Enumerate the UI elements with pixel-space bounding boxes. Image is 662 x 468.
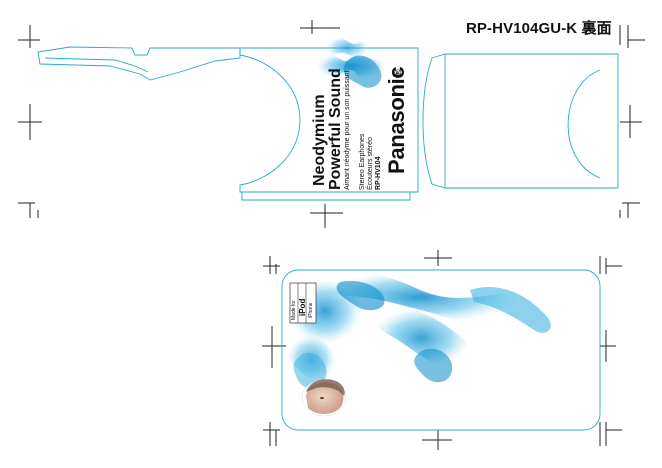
crop-mark-br: [619, 202, 640, 218]
badge-made-for: Made for: [291, 300, 297, 320]
reg-mark-bottom: [310, 204, 343, 228]
smoke-graphic-front: [315, 36, 387, 88]
dieline-front-base: [241, 192, 411, 201]
dieline-front-panel: [239, 47, 419, 193]
dieline-top-flap-inner: [44, 57, 149, 73]
headline-neodymium: Neodymium: [311, 94, 328, 186]
crop-mark-tl: [18, 25, 40, 48]
crop-mark-card-bl: [263, 422, 280, 446]
reg-mark-card-bottom: [422, 430, 452, 450]
dieline-top-flap: [37, 46, 241, 81]
registered-trademark: ®: [393, 69, 403, 76]
smoke-graphic-card: [286, 270, 551, 389]
crop-mark-card-tr: [599, 256, 622, 274]
dieline-back-cutout: [567, 69, 601, 179]
model-number: RP-HV104: [375, 156, 382, 190]
crop-mark-tr: [619, 25, 645, 48]
dielines: [37, 46, 619, 431]
dieline-insert-card: [281, 269, 601, 431]
reg-mark-card-top: [424, 250, 452, 266]
made-for-ipod-badge-frame: [289, 282, 317, 324]
document-title: RP-HV104GU-K 裏面: [466, 20, 612, 37]
crop-mark-card-br: [599, 422, 622, 446]
model-face-image: [301, 379, 347, 417]
headline-french-subline: Aimant néodyme pour un son puissant: [344, 70, 351, 190]
headline-powerful-sound: Powerful Sound: [327, 68, 344, 190]
reg-mark-card-right: [600, 330, 616, 362]
reg-mark-top: [300, 20, 340, 34]
reg-mark-right: [620, 105, 642, 138]
reg-mark-left: [18, 104, 42, 140]
badge-ipod: iPod: [298, 298, 307, 316]
panasonic-logo-text: Panasonic: [384, 66, 409, 174]
crop-marks: [18, 20, 645, 450]
dieline-back-flap: [422, 53, 619, 189]
crop-mark-bl: [18, 202, 39, 218]
product-type-fr: Écouteurs stéréo: [367, 137, 374, 190]
badge-iphone: iPhone: [308, 302, 314, 318]
crop-mark-card-tl: [263, 256, 280, 274]
product-type-en: Stereo Earphones: [359, 133, 366, 190]
